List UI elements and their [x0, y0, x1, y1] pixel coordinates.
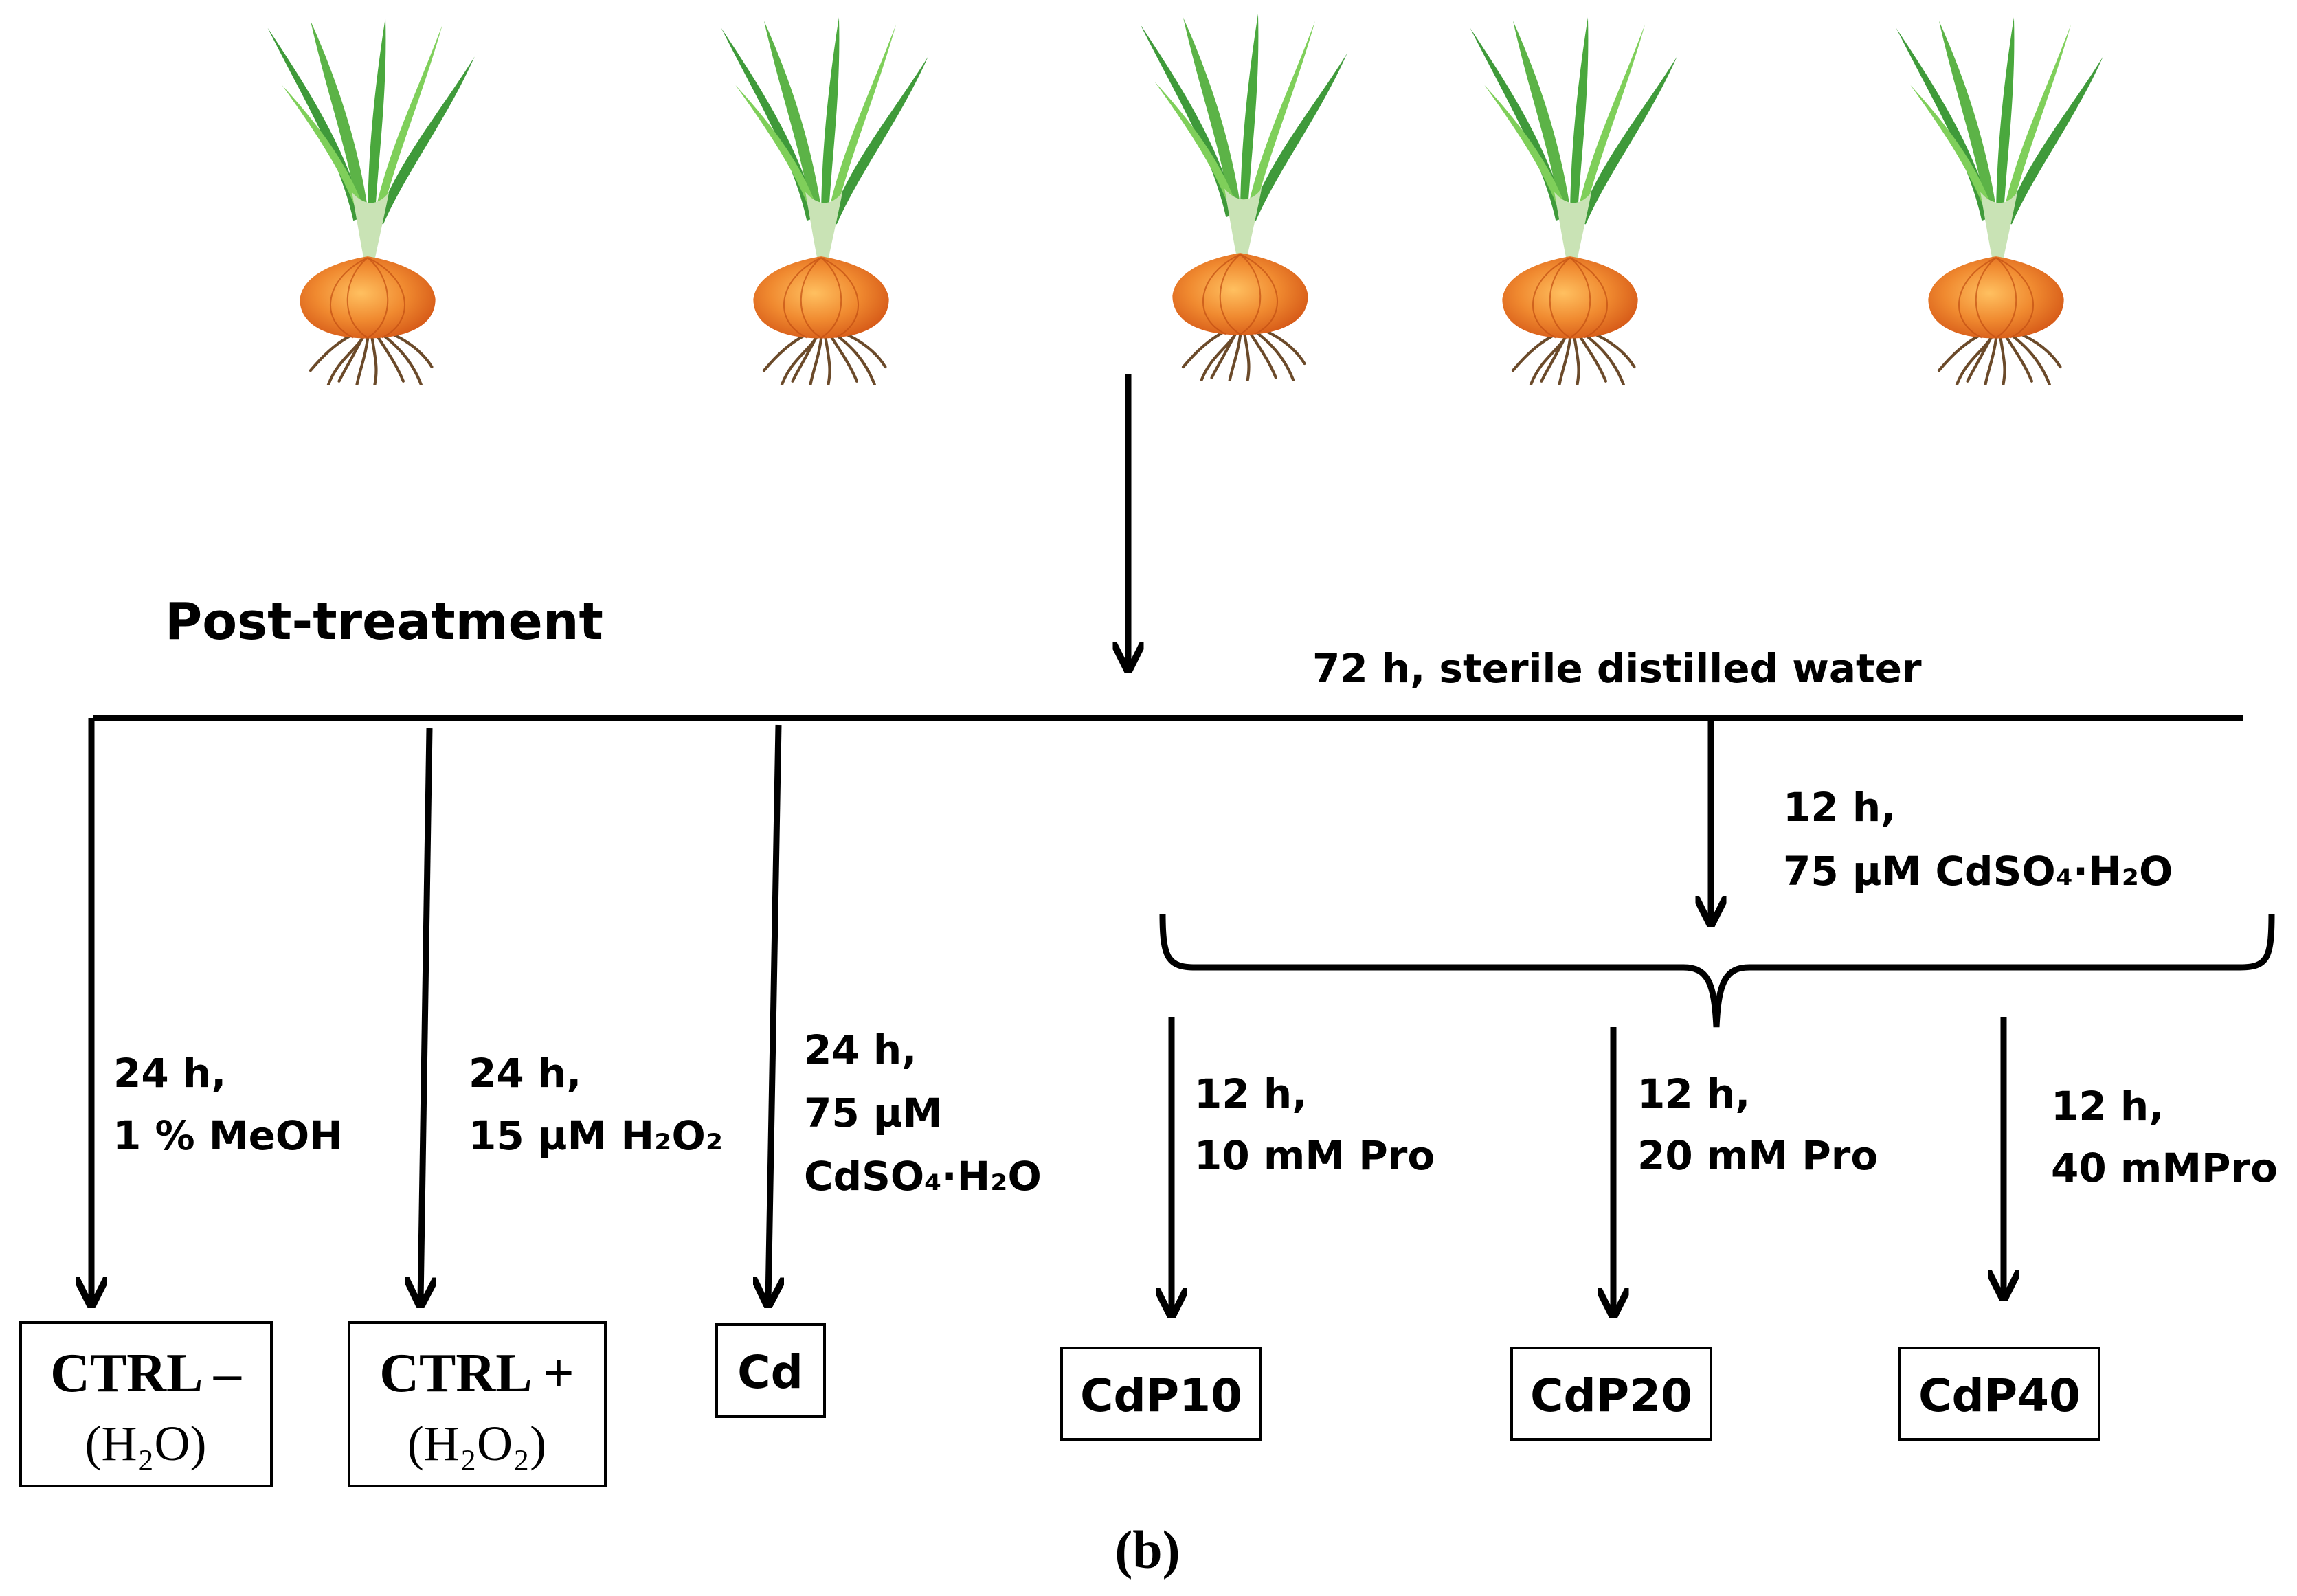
box-cdp20: CdP20: [1510, 1347, 1712, 1441]
treatment-label-line: 15 µM H₂O₂: [469, 1112, 723, 1159]
treatment-label-line: 75 µM: [804, 1090, 942, 1136]
box-label: CdP20: [1530, 1369, 1692, 1422]
box-label: CdP40: [1918, 1369, 2081, 1422]
treatment-label-line: 24 h,: [469, 1050, 581, 1097]
treatment-label-line: 20 mM Pro: [1637, 1132, 1878, 1179]
treatment-ctrl-neg-label: 24 h, 1 % MeOH: [113, 1050, 343, 1159]
box-cdp10: CdP10: [1060, 1347, 1262, 1441]
treatment-label-line: 24 h,: [113, 1050, 226, 1097]
branch-label-line2: 75 µM CdSO₄·H₂O: [1783, 848, 2173, 895]
onion-icon: [1896, 17, 2103, 385]
onion-row: [268, 14, 2103, 385]
treatment-ctrl-pos-label: 24 h, 15 µM H₂O₂: [469, 1050, 723, 1159]
box-label: CTRL +: [379, 1343, 574, 1404]
treatment-cdp10-label: 12 h, 10 mM Pro: [1194, 1070, 1435, 1179]
onion-icon: [721, 17, 928, 385]
treatment-cd-label: 24 h, 75 µM CdSO₄·H₂O: [804, 1026, 1042, 1200]
treatment-label-line: 24 h,: [804, 1026, 917, 1073]
box-cd: Cd: [715, 1323, 826, 1418]
branch-label-line1: 12 h,: [1783, 784, 1896, 831]
box-ctrl-pos: CTRL + (H₂O₂): [348, 1321, 607, 1487]
treatment-label-line: 12 h,: [1194, 1070, 1307, 1117]
treatment-label-line: CdSO₄·H₂O: [804, 1153, 1042, 1200]
box-ctrl-neg: CTRL – (H₂O): [19, 1321, 273, 1487]
treatment-label-line: 40 mMPro: [2051, 1145, 2278, 1191]
box-sublabel: (H₂O): [85, 1416, 206, 1471]
box-sublabel: (H₂O₂): [407, 1416, 546, 1471]
diagram-title: Post-treatment: [165, 592, 603, 651]
treatment-cdp40-label: 12 h, 40 mMPro: [2051, 1083, 2278, 1191]
treatment-label-line: 12 h,: [2051, 1083, 2164, 1129]
onion-icon: [1141, 14, 1347, 381]
treatment-label-line: 1 % MeOH: [113, 1112, 343, 1159]
box-label: Cd: [737, 1346, 803, 1399]
treatment-cdp20-label: 12 h, 20 mM Pro: [1637, 1070, 1878, 1179]
box-label: CTRL –: [50, 1343, 242, 1404]
panel-label: (b): [1114, 1520, 1180, 1580]
main-timeline-label: 72 h, sterile distilled water: [1312, 645, 1922, 692]
arrow-cd: [768, 724, 778, 1302]
onion-icon: [268, 17, 475, 385]
treatment-label-line: 12 h,: [1637, 1070, 1750, 1117]
treatment-label-line: 10 mM Pro: [1194, 1132, 1435, 1179]
onion-icon: [1470, 17, 1677, 385]
box-label: CdP10: [1080, 1369, 1242, 1422]
arrow-ctrl-pos: [421, 728, 429, 1302]
grouping-brace: [1159, 913, 2275, 1028]
box-cdp40: CdP40: [1898, 1347, 2100, 1441]
